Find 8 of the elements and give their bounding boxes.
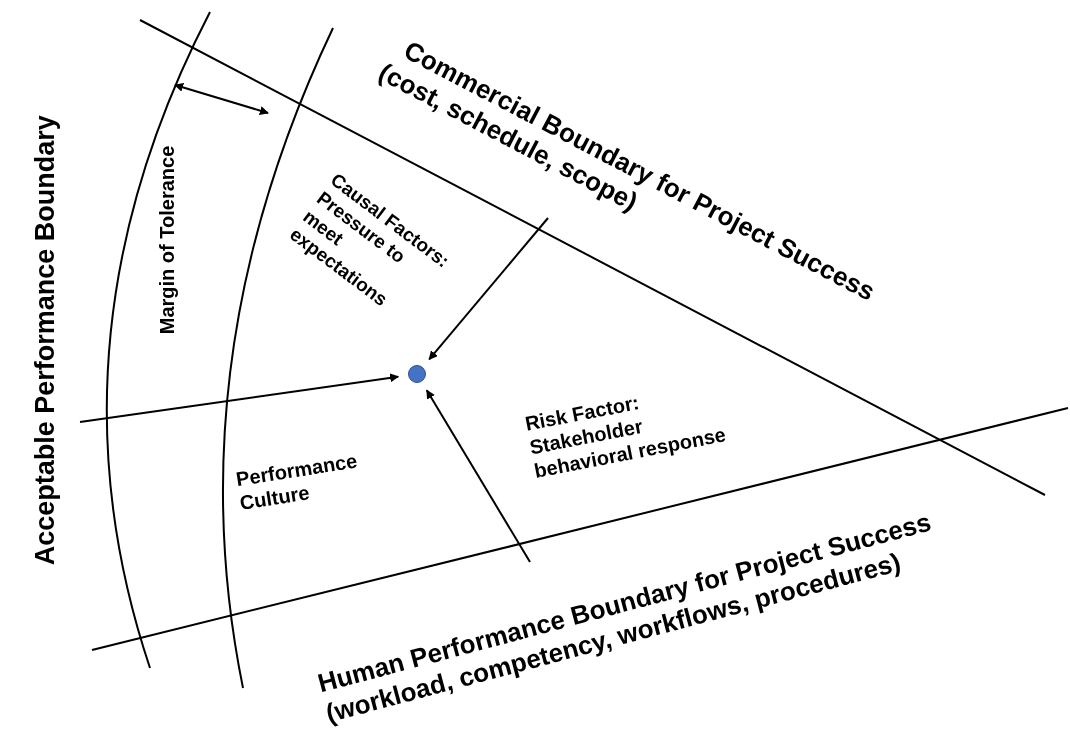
arrow <box>425 389 531 563</box>
region-label: Performance Culture <box>234 448 360 515</box>
arrow <box>428 217 549 361</box>
point-marker <box>408 365 426 383</box>
arrow <box>79 373 400 423</box>
factor-label: Risk Factor: Stakeholder behavioral response <box>522 390 728 483</box>
dimension-label: Margin of Tolerance <box>154 145 179 335</box>
boundary-label: Acceptable Performance Boundary <box>28 115 61 566</box>
